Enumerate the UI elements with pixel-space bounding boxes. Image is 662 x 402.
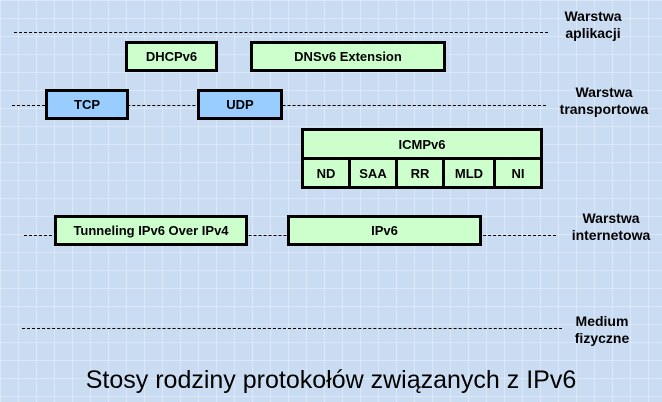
physical-medium-label-line2: fizyczne <box>574 330 630 346</box>
icmpv6-sub-nd: ND <box>301 157 351 189</box>
transport-layer-label-line2: transportowa <box>559 101 649 117</box>
slide-title: Stosy rodziny protokołów związanych z IP… <box>85 366 577 394</box>
tcp-box: TCP <box>45 89 129 120</box>
udp-box: UDP <box>197 89 283 120</box>
transport-layer-label-line1: Warstwa <box>575 84 633 100</box>
icmpv6-sub-ni: NI <box>493 157 543 189</box>
dhcpv6-box: DHCPv6 <box>125 41 218 72</box>
icmpv6-sub-saa: SAA <box>348 157 398 189</box>
application-layer-label-line1: Warstwa <box>564 8 622 24</box>
transport-layer-label: Warstwa transportowa <box>548 84 660 118</box>
internet-layer-label-line1: Warstwa <box>582 210 640 226</box>
icmpv6-sub-mld: MLD <box>442 157 496 189</box>
dnsv6-extension-box: DNSv6 Extension <box>250 41 446 72</box>
icmpv6-box: ICMPv6 <box>301 128 543 160</box>
application-layer-label-line2: aplikacji <box>565 25 621 41</box>
application-layer-label: Warstwa aplikacji <box>552 8 634 42</box>
physical-medium-label: Medium fizyczne <box>566 313 638 347</box>
internet-layer-label: Warstwa internetowa <box>562 210 660 244</box>
internet-layer-label-line2: internetowa <box>571 227 651 243</box>
physical-medium-label-line1: Medium <box>575 313 629 329</box>
tunneling-box: Tunneling IPv6 Over IPv4 <box>54 215 248 246</box>
ipv6-box: IPv6 <box>287 215 482 246</box>
application-layer-line <box>14 32 548 33</box>
icmpv6-sub-rr: RR <box>395 157 445 189</box>
physical-medium-line <box>22 328 562 329</box>
